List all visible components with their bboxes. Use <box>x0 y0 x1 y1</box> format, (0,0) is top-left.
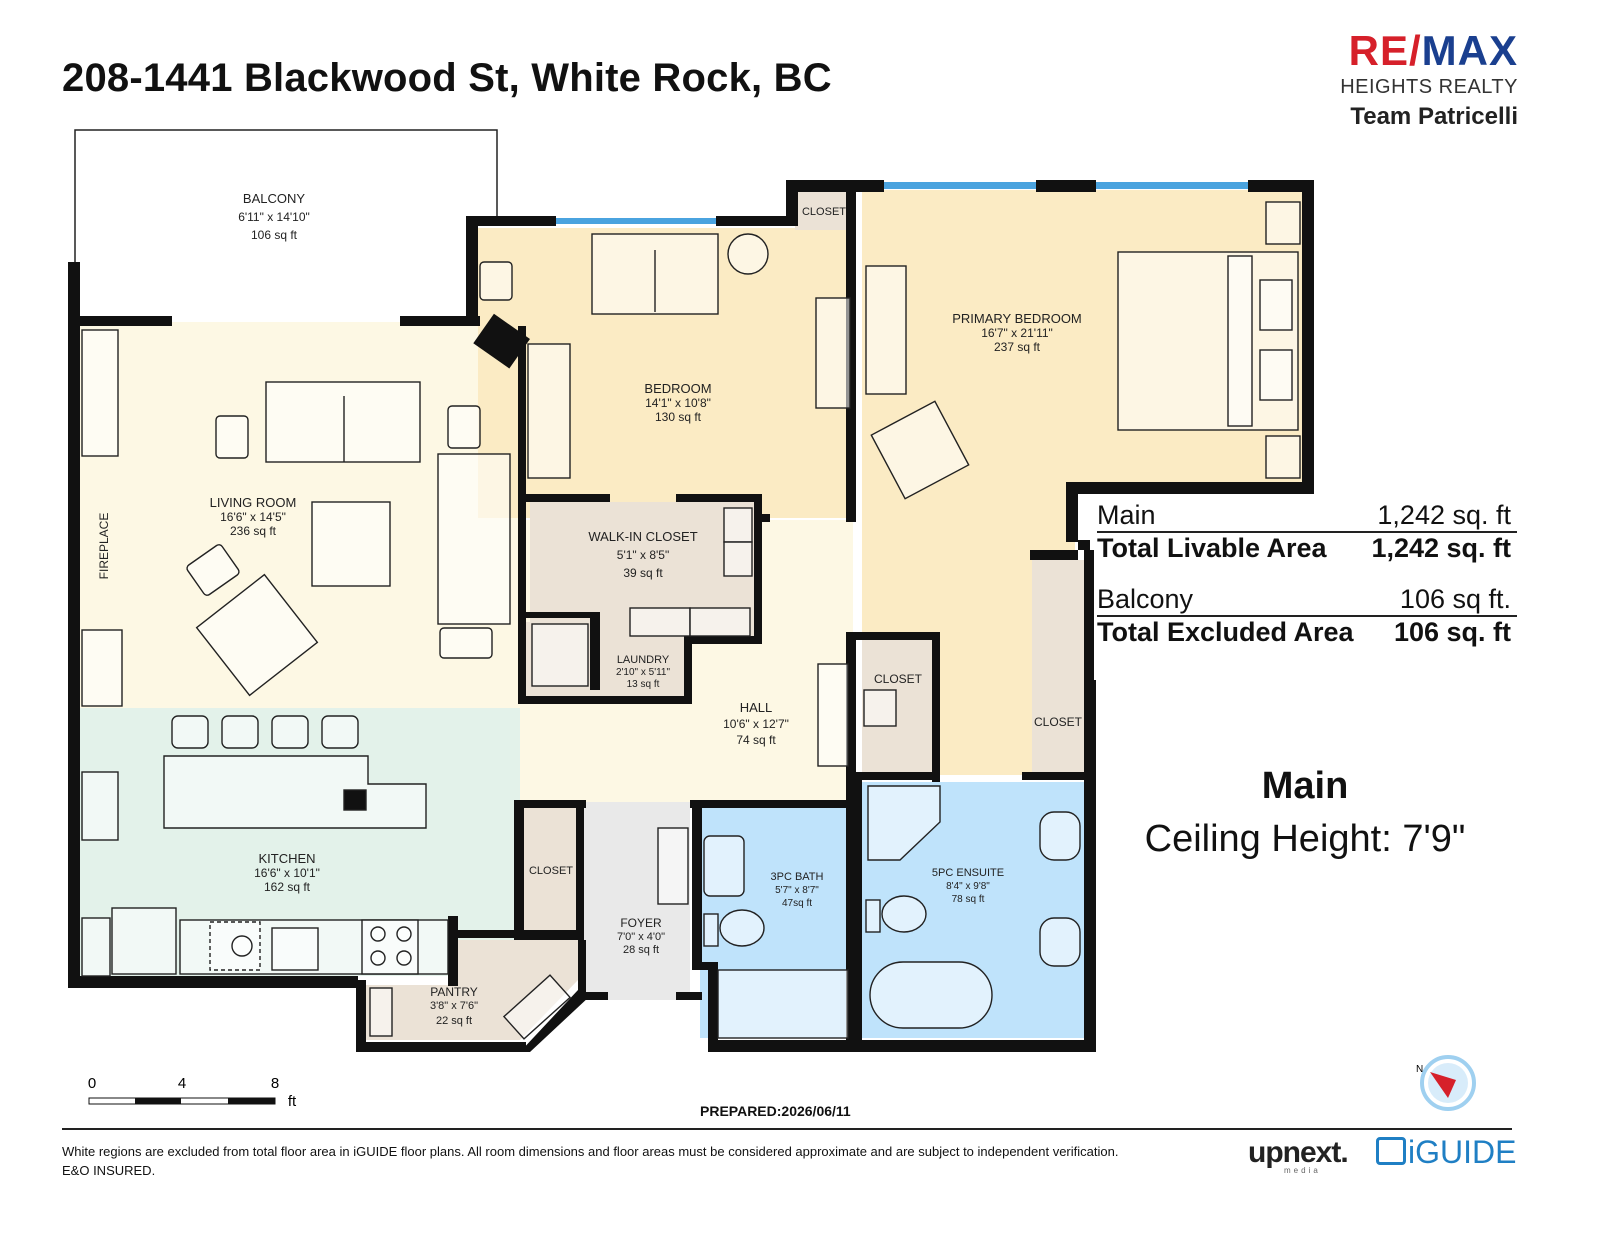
windows <box>556 182 1248 224</box>
ensuite-area: 78 sq ft <box>952 894 985 905</box>
walkin-closet-area: 39 sq ft <box>623 566 663 580</box>
balcony-area-label: Balcony <box>1097 584 1194 614</box>
closet-hall-label: CLOSET <box>874 672 923 686</box>
pantry-dims: 3'8" x 7'6" <box>430 1000 478 1012</box>
fireplace-label: FIREPLACE <box>97 513 111 580</box>
balcony-area: 106 sq ft <box>251 228 298 242</box>
bath-area: 47sq ft <box>782 898 812 909</box>
main-area-row: Main 1,242 sq. ft <box>1097 500 1517 533</box>
ensuite-dims: 8'4" x 9'8" <box>946 881 990 892</box>
kitchen-name: KITCHEN <box>258 851 315 866</box>
remax-wordmark-left: RE/ <box>1348 27 1422 74</box>
bedroom-name: BEDROOM <box>644 381 711 396</box>
team-name: Team Patricelli <box>1350 103 1518 130</box>
balcony-name: BALCONY <box>243 191 305 206</box>
excluded-area-label: Total Excluded Area <box>1097 617 1354 647</box>
balcony-area-row: Balcony 106 sq ft. <box>1097 584 1517 617</box>
excluded-area-row: Total Excluded Area 106 sq. ft <box>1097 617 1517 648</box>
livable-area-label: Total Livable Area <box>1097 533 1327 563</box>
scale-bar: 0 4 8 ft <box>88 1075 297 1110</box>
excluded-area-value: 106 sq. ft <box>1393 617 1511 647</box>
upnext-logo-sub: media <box>1284 1166 1321 1175</box>
hall-area: 74 sq ft <box>736 733 776 747</box>
foyer-name: FOYER <box>620 916 662 930</box>
room-labels: BALCONY 6'11" x 14'10" 106 sq ft LIVING … <box>97 191 1083 1027</box>
compass-icon: N <box>1416 1055 1476 1111</box>
balcony <box>74 129 498 262</box>
hall-name: HALL <box>740 700 773 715</box>
kitchen-dims: 16'6" x 10'1" <box>254 866 320 880</box>
footer-divider <box>62 1128 1512 1130</box>
area-summary: Main 1,242 sq. ft Total Livable Area 1,2… <box>1097 500 1517 668</box>
bath-dims: 5'7" x 8'7" <box>775 885 819 896</box>
main-area-label: Main <box>1097 500 1156 530</box>
pantry-name: PANTRY <box>430 985 478 999</box>
walkin-closet-name: WALK-IN CLOSET <box>588 529 697 544</box>
closet-bedroom-fill <box>795 190 853 230</box>
closet-foyer-fill <box>524 808 578 932</box>
disclaimer-line-1: White regions are excluded from total fl… <box>62 1144 1119 1159</box>
scale-tick-8: 8 <box>271 1075 279 1092</box>
foyer-area: 28 sq ft <box>623 944 659 956</box>
closet-foyer-label: CLOSET <box>529 865 573 877</box>
page-title: 208-1441 Blackwood St, White Rock, BC <box>62 56 832 100</box>
level-info: Main Ceiling Height: 7'9" <box>1130 765 1480 861</box>
foyer-dims: 7'0" x 4'0" <box>617 931 665 943</box>
living-room-name: LIVING ROOM <box>210 495 297 510</box>
iguide-icon <box>1376 1137 1406 1165</box>
scale-tick-4: 4 <box>178 1075 186 1092</box>
main-area-value: 1,242 sq. ft <box>1377 500 1511 530</box>
primary-bedroom-name: PRIMARY BEDROOM <box>952 311 1082 326</box>
walls <box>68 180 1314 1052</box>
furniture <box>81 201 1301 1040</box>
laundry-dims: 2'10" x 5'11" <box>616 667 671 678</box>
scale-tick-0: 0 <box>88 1075 96 1092</box>
pantry-area: 22 sq ft <box>436 1015 472 1027</box>
bedroom-dims: 14'1" x 10'8" <box>645 396 711 410</box>
ceiling-height: Ceiling Height: 7'9" <box>1144 818 1466 860</box>
ensuite-name: 5PC ENSUITE <box>932 867 1004 879</box>
living-room-dims: 16'6" x 14'5" <box>220 510 286 524</box>
prepared-date: PREPARED:2026/06/11 <box>700 1103 851 1119</box>
disclaimer: White regions are excluded from total fl… <box>62 1142 1222 1180</box>
remax-logo: RE/MAX HEIGHTS REALTY Team Patricelli <box>1318 30 1518 131</box>
closet-bedroom-label: CLOSET <box>802 206 846 218</box>
balcony-area-value: 106 sq ft. <box>1399 584 1511 614</box>
iguide-logo: iGUIDE <box>1376 1134 1516 1171</box>
closet-right-label: CLOSET <box>1034 715 1083 729</box>
livable-area-row: Total Livable Area 1,242 sq. ft <box>1097 533 1517 564</box>
bedroom-area: 130 sq ft <box>655 410 702 424</box>
laundry-name: LAUNDRY <box>617 654 670 666</box>
kitchen-area: 162 sq ft <box>264 880 311 894</box>
compass-north: N <box>1416 1064 1423 1075</box>
primary-bedroom-area: 237 sq ft <box>994 340 1041 354</box>
livable-area-value: 1,242 sq. ft <box>1371 533 1511 563</box>
living-room-area: 236 sq ft <box>230 524 277 538</box>
walkin-closet-dims: 5'1" x 8'5" <box>617 548 669 562</box>
closet-right-fill <box>1032 560 1084 775</box>
level-name: Main <box>1261 765 1349 807</box>
upnext-logo: upnext. <box>1248 1136 1349 1169</box>
laundry-area: 13 sq ft <box>627 679 660 690</box>
primary-bedroom-dims: 16'7" x 21'11" <box>981 326 1053 340</box>
remax-wordmark: RE/MAX <box>1318 30 1518 72</box>
hall-dims: 10'6" x 12'7" <box>723 717 789 731</box>
disclaimer-line-2: E&O INSURED. <box>62 1163 156 1178</box>
remax-wordmark-right: MAX <box>1421 27 1518 74</box>
balcony-dims: 6'11" x 14'10" <box>238 210 310 224</box>
scale-unit: ft <box>288 1093 297 1110</box>
bath-name: 3PC BATH <box>771 871 824 883</box>
iguide-wordmark: iGUIDE <box>1408 1134 1517 1170</box>
remax-subtitle: HEIGHTS REALTY <box>1340 76 1518 98</box>
